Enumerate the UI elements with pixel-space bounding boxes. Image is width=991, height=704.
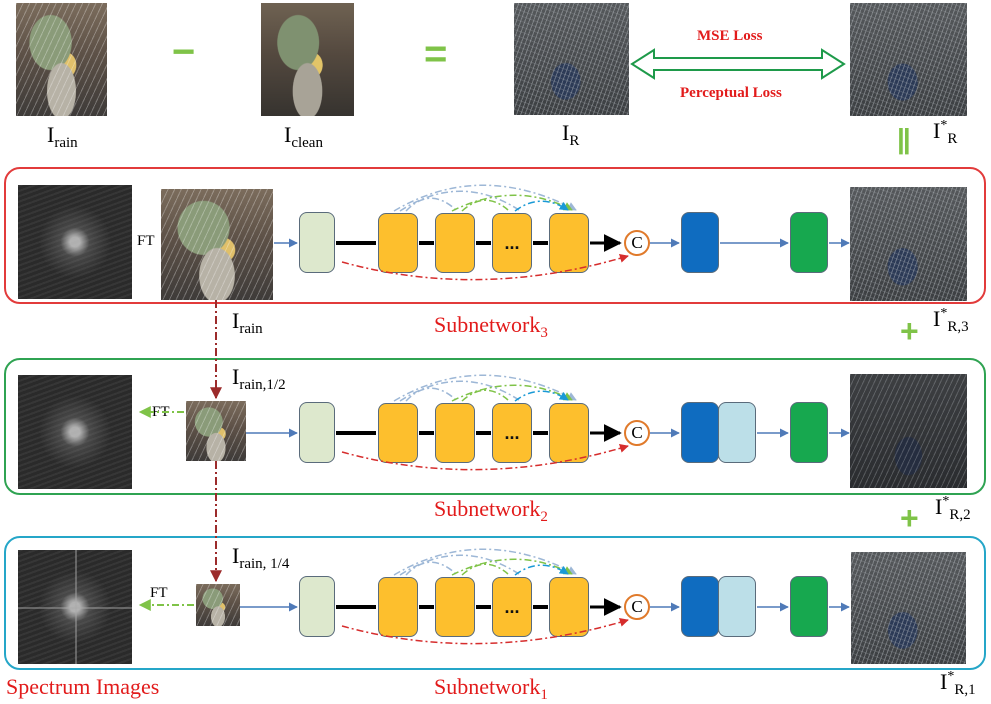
equals-vertical-sign: || (897, 123, 911, 154)
label-i-r1-star: I*R,1 (940, 669, 976, 698)
residual-image-top (514, 3, 629, 115)
dense-block-1a (378, 577, 418, 637)
spectrum-image-3 (18, 185, 132, 299)
clean-image-top (261, 3, 354, 116)
output-conv-block-2 (790, 402, 828, 463)
label-i-r3-star: I*R,3 (933, 306, 969, 335)
spectrum-image-2 (18, 375, 132, 489)
fusion-block-2 (681, 402, 719, 463)
input-image-3 (161, 189, 273, 300)
equals-sign: = (424, 32, 448, 76)
perceptual-loss-label: Perceptual Loss (680, 85, 782, 101)
dense-block-2c: ... (492, 403, 532, 463)
subnetwork-2-panel (4, 358, 986, 495)
label-i-r2-star: I*R,2 (935, 494, 971, 523)
spectrum-image-1 (18, 550, 132, 664)
concat-node-3: C (624, 230, 650, 256)
label-i-r-star-top: I*R (933, 118, 958, 147)
output-residual-3 (850, 187, 967, 301)
plus-sign-3: + (900, 313, 919, 349)
concat-node-2: C (624, 420, 650, 446)
label-i-clean-top: Iclean (284, 122, 323, 151)
dense-block-1b (435, 577, 475, 637)
ft-label-2: FT (152, 404, 170, 420)
subnetwork-1-panel (4, 536, 986, 670)
subnetwork-1-title: Subnetwork1 (434, 674, 548, 703)
dense-block-3c: ... (492, 213, 532, 273)
predicted-residual-image-top (850, 3, 967, 116)
upsample-block-2 (718, 402, 756, 463)
spectrum-images-caption: Spectrum Images (6, 674, 160, 699)
dense-block-1d (549, 577, 589, 637)
label-i-rain-quarter: Irain, 1/4 (232, 543, 290, 572)
input-image-1 (196, 584, 240, 626)
dense-block-2b (435, 403, 475, 463)
fusion-block-1 (681, 576, 719, 637)
plus-sign-2: + (900, 500, 919, 536)
conv-block-2 (299, 402, 335, 463)
ft-label-3: FT (137, 233, 155, 249)
label-i-rain-3: Irain (232, 308, 263, 337)
rainy-image-top (16, 3, 107, 116)
subnetwork-2-title: Subnetwork2 (434, 496, 548, 525)
upsample-block-1 (718, 576, 756, 637)
fusion-block-3 (681, 212, 719, 273)
label-i-rain-half: Irain,1/2 (232, 364, 286, 393)
dense-block-3b (435, 213, 475, 273)
output-conv-block-1 (790, 576, 828, 637)
conv-block-3 (299, 212, 335, 273)
mse-loss-label: MSE Loss (697, 28, 763, 44)
input-image-2 (186, 401, 246, 461)
label-i-r-top: IR (562, 120, 580, 149)
dense-block-1c: ... (492, 577, 532, 637)
conv-block-1 (299, 576, 335, 637)
output-residual-1 (851, 552, 966, 664)
output-residual-2 (850, 374, 967, 488)
dense-block-2d (549, 403, 589, 463)
subnetwork-3-panel (4, 167, 986, 304)
output-conv-block-3 (790, 212, 828, 273)
subnetwork-3-title: Subnetwork3 (434, 312, 548, 341)
label-i-rain-top: Irain (47, 122, 78, 151)
dense-block-3d (549, 213, 589, 273)
dense-block-2a (378, 403, 418, 463)
loss-double-arrow (630, 48, 846, 80)
minus-sign: − (172, 30, 196, 74)
concat-node-1: C (624, 594, 650, 620)
dense-block-3a (378, 213, 418, 273)
ft-label-1: FT (150, 585, 168, 601)
